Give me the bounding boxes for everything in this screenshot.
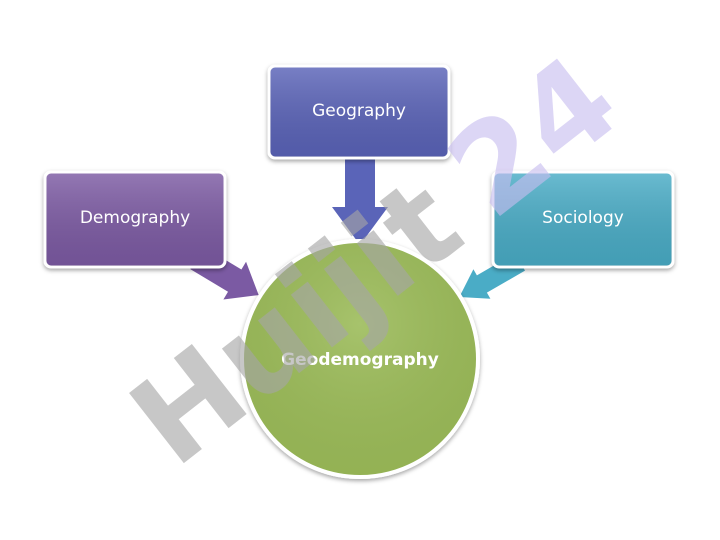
sociology-box-shade (494, 173, 672, 266)
geography-label: Geography (312, 101, 406, 121)
center-label: Geodemography (281, 350, 439, 370)
demography-label: Demography (80, 208, 190, 228)
node-sociology: Sociology (491, 170, 675, 269)
center-circle-shade (244, 243, 476, 475)
arrow-top (332, 157, 388, 245)
sociology-label: Sociology (542, 208, 624, 228)
node-demography: Demography (43, 170, 227, 269)
geography-box-shade (270, 67, 448, 157)
center-node: Geodemography (240, 239, 480, 479)
demography-box-shade (46, 173, 224, 266)
node-geography: Geography (267, 64, 451, 160)
